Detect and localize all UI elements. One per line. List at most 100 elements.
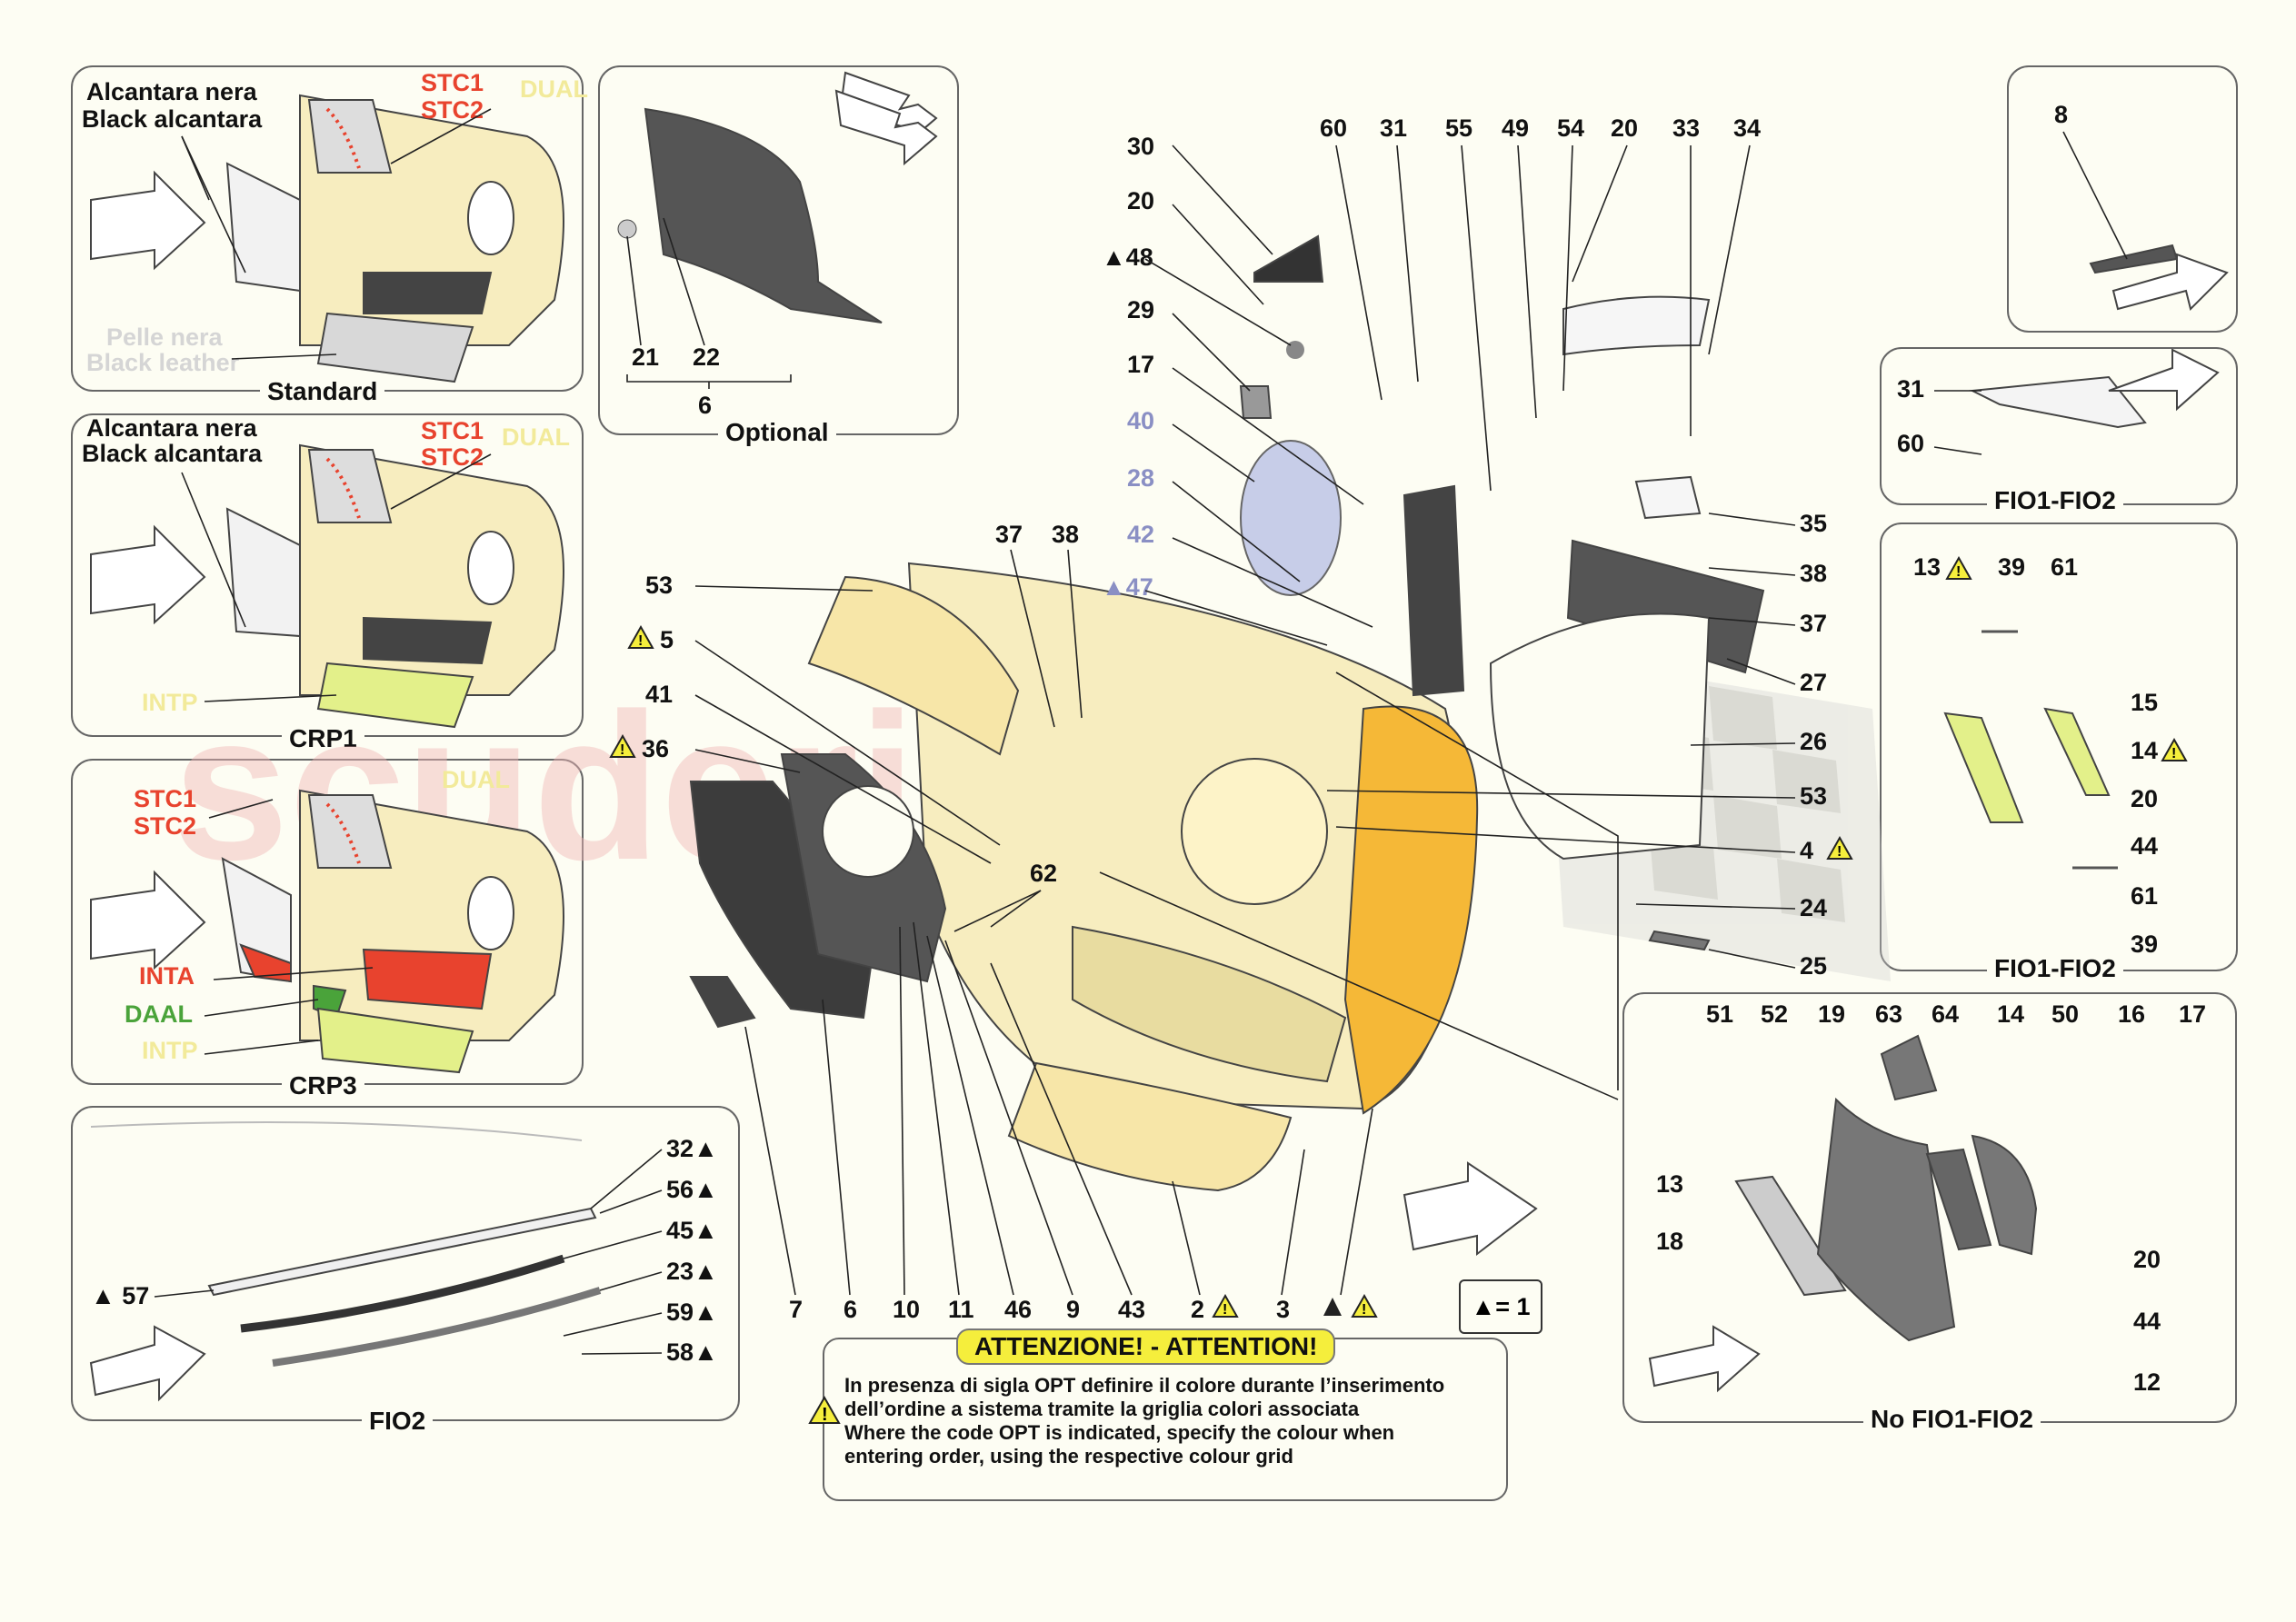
leader — [599, 1189, 663, 1214]
attention-line-2: dell’ordine a sistema tramite la griglia… — [844, 1398, 1360, 1420]
nofio-14: 14 — [1997, 1000, 2024, 1028]
crp1-door-drawing — [90, 443, 564, 729]
leader — [663, 217, 705, 346]
crp1-stc1: STC1 — [421, 417, 484, 444]
main-label-62: 62 — [1030, 860, 1057, 887]
nofio-18: 18 — [1656, 1228, 1683, 1255]
fio-b-13: 13 — [1913, 553, 1941, 581]
leader — [563, 1230, 663, 1259]
main-label-5: 5 — [660, 626, 674, 653]
std-stc1: STC1 — [421, 69, 484, 96]
warning-icon: ! — [1945, 555, 1972, 580]
main-label-29: 29 — [1127, 296, 1154, 323]
warning-icon: ! — [1826, 835, 1853, 860]
crp1-dual: DUAL — [502, 423, 570, 451]
main-label-34: 34 — [1733, 114, 1761, 142]
nofio-52: 52 — [1761, 1000, 1788, 1028]
panel-crp3-caption: CRP3 — [282, 1071, 364, 1100]
main-right-col-labels: 35 38 37 27 26 53 4 24 25 — [1800, 510, 1827, 980]
nofio-63: 63 — [1875, 1000, 1902, 1028]
crp3-inta: INTA — [139, 962, 195, 990]
main-label-47: ▲47 — [1102, 573, 1153, 601]
std-alc-it: Alcantara nera — [86, 78, 258, 105]
fio2-label-57: ▲ 57 — [91, 1282, 149, 1309]
leader — [231, 353, 337, 360]
main-label-38: 38 — [1052, 521, 1079, 548]
main-label-20: 20 — [1611, 114, 1638, 142]
attention-box: ATTENZIONE! - ATTENTION! ! In presenza d… — [808, 1328, 1508, 1501]
main-label-33: 33 — [1672, 114, 1700, 142]
main-label-28: 28 — [1127, 464, 1154, 492]
svg-text:!: ! — [1223, 1302, 1227, 1318]
panel-crp1-caption: CRP1 — [282, 724, 364, 753]
fio-a-n31: 31 — [1897, 375, 1924, 403]
fio-b-44: 44 — [2131, 832, 2158, 860]
main-label-9: 9 — [1066, 1296, 1080, 1323]
leader — [581, 1352, 663, 1355]
std-pelle-en: Black leather — [86, 349, 240, 376]
fio-b-20: 20 — [2131, 785, 2158, 812]
main-label-41: 41 — [645, 681, 673, 708]
crp3-door-drawing — [90, 789, 564, 1074]
leader — [204, 694, 337, 702]
warning-icon: ! — [609, 733, 636, 758]
leader — [599, 1271, 663, 1291]
main-label-36: 36 — [642, 735, 669, 762]
leader — [563, 1312, 663, 1337]
main-label-4: 4 — [1800, 837, 1813, 864]
crp3-daal: DAAL — [125, 1000, 193, 1028]
leader — [213, 967, 374, 980]
svg-text:!: ! — [2171, 746, 2176, 761]
leader — [208, 799, 274, 819]
fio-b-14: 14 — [2131, 737, 2158, 764]
main-label-53r: 53 — [1800, 782, 1827, 810]
crp3-stc2: STC2 — [134, 812, 196, 840]
main-label-42: 42 — [1127, 521, 1154, 548]
crp1-alc-it: Alcantara nera — [86, 414, 258, 442]
main-label-2: 2 — [1191, 1296, 1204, 1323]
panel-optional-caption: Optional — [718, 418, 836, 447]
fio2-label-32: 32▲ — [666, 1135, 718, 1162]
nofio-51: 51 — [1706, 1000, 1733, 1028]
main-label-7: 7 — [789, 1296, 803, 1323]
attention-line-3: Where the code OPT is indicated, specify… — [844, 1421, 1395, 1444]
fio-b-61b: 61 — [2131, 882, 2158, 910]
main-label-60: 60 — [1320, 114, 1347, 142]
nofio-16: 16 — [2118, 1000, 2145, 1028]
crp3-intp: INTP — [142, 1037, 198, 1064]
fio2-label-58: 58▲ — [666, 1338, 718, 1366]
svg-text:!: ! — [1956, 564, 1961, 580]
leader — [390, 108, 492, 164]
leader — [204, 999, 319, 1017]
opt-n21: 21 — [632, 343, 659, 371]
main-label-53: 53 — [645, 572, 673, 599]
main-label-37: 37 — [995, 521, 1023, 548]
main-label-6: 6 — [844, 1296, 857, 1323]
nofio-44: 44 — [2133, 1308, 2161, 1335]
svg-text:!: ! — [620, 742, 624, 758]
main-label-17: 17 — [1127, 351, 1154, 378]
leader — [181, 135, 210, 201]
leader — [181, 472, 246, 628]
main-label-54: 54 — [1557, 114, 1584, 142]
main-label-40: 40 — [1127, 407, 1154, 434]
panel-no-fio-caption: No FIO1-FIO2 — [1863, 1405, 2041, 1434]
main-bottom-row-labels: 7 6 10 11 46 9 43 2 3 — [789, 1296, 1290, 1323]
fio-a-n60: 60 — [1897, 430, 1924, 457]
label-8: 8 — [2054, 101, 2068, 128]
panel-fio-a-caption: FIO1-FIO2 — [1987, 486, 2123, 515]
fio2-label-56: 56▲ — [666, 1176, 718, 1203]
panel-standard-caption: Standard — [260, 377, 385, 406]
fio2-strips-drawing — [89, 1121, 602, 1402]
attention-title: ATTENZIONE! - ATTENTION! — [956, 1328, 1336, 1365]
opt-n6: 6 — [698, 392, 712, 419]
main-door-drawing — [689, 89, 1765, 1257]
warning-icon: ! — [1351, 1293, 1378, 1318]
fio2-label-23: 23▲ — [666, 1258, 718, 1285]
leader — [1933, 446, 1982, 455]
nofio-13: 13 — [1656, 1170, 1683, 1198]
main-label-3: 3 — [1276, 1296, 1290, 1323]
main-label-38r: 38 — [1800, 560, 1827, 587]
fio-b-39: 39 — [1998, 553, 2025, 581]
